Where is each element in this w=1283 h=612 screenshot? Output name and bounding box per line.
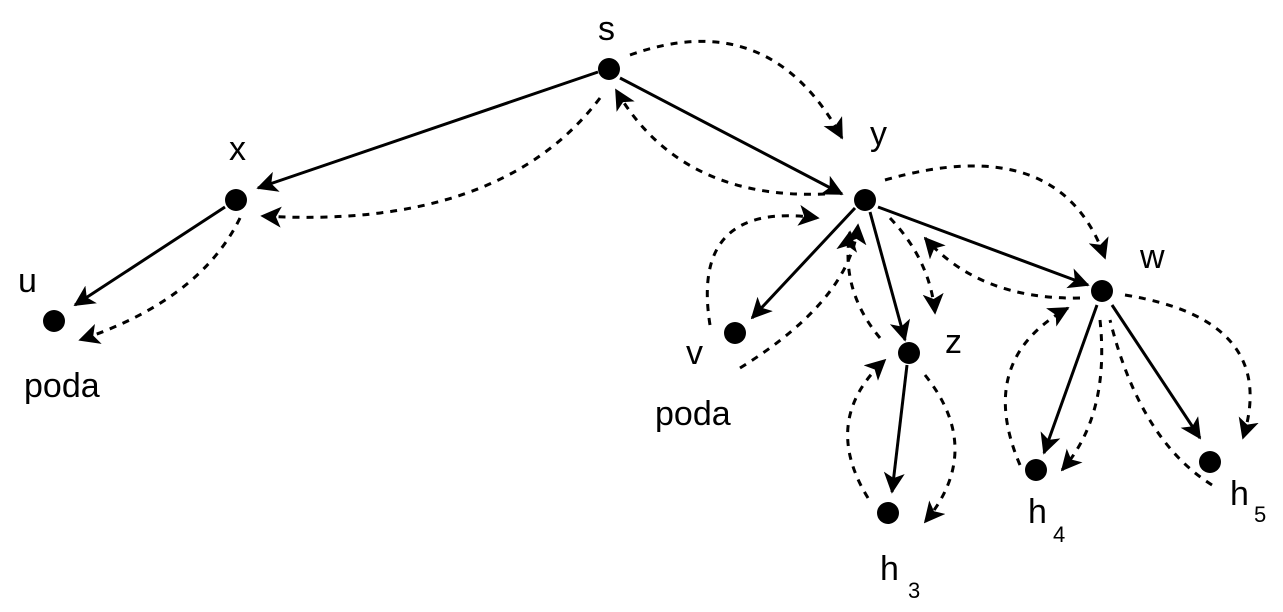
node-h4 <box>1025 459 1047 481</box>
node-h5 <box>1199 451 1221 473</box>
tree-edges <box>73 70 1202 494</box>
label-h4: h <box>1028 493 1047 531</box>
labels: s x u poda y v poda z w h 3 h 4 h 5 <box>18 10 1266 603</box>
nodes <box>43 58 1221 524</box>
tree-edge-s-y <box>619 76 844 196</box>
note-u: poda <box>24 367 100 405</box>
node-s <box>598 58 620 80</box>
traversal-edge-y-w <box>884 164 1109 260</box>
sub-h4: 4 <box>1053 522 1065 547</box>
label-x: x <box>229 130 246 168</box>
traversal-edge-h5-w <box>1108 319 1213 487</box>
traversal-edge-w-y <box>923 236 1081 300</box>
label-y: y <box>870 115 887 153</box>
sub-h5: 5 <box>1254 502 1266 527</box>
tree-edge-w-h4 <box>1040 304 1099 455</box>
tree-edge-z-h3 <box>883 364 909 494</box>
tree-edge-y-w <box>877 205 1090 289</box>
traversal-edge-s-x <box>260 97 602 228</box>
traversal-edge-x-u <box>78 217 242 344</box>
label-s: s <box>598 10 615 48</box>
label-w: w <box>1139 238 1165 276</box>
traversal-edges <box>78 39 1259 524</box>
node-u <box>43 310 65 332</box>
traversal-edge-w-h4 <box>1060 319 1104 472</box>
node-x <box>225 189 247 211</box>
tree-edge-y-z <box>868 211 911 342</box>
traversal-edge-h3-z <box>846 358 887 499</box>
traversal-edge-y-v <box>705 204 820 326</box>
tree-edge-y-v <box>750 206 857 320</box>
label-h3: h <box>880 550 899 588</box>
node-y <box>854 189 876 211</box>
tree-edge-s-x <box>256 70 599 192</box>
traversal-edge-v-y <box>739 223 867 370</box>
tree-edge-x-u <box>73 205 226 307</box>
traversal-edge-s-y <box>629 39 844 140</box>
traversal-edge-z-h3 <box>923 374 957 524</box>
label-z: z <box>945 323 962 361</box>
traversal-edge-y-z <box>888 216 944 315</box>
label-u: u <box>18 262 37 300</box>
traversal-edge-y-s <box>614 88 826 196</box>
note-v: poda <box>655 395 731 433</box>
sub-h3: 3 <box>908 578 920 603</box>
label-v: v <box>686 334 703 372</box>
node-w <box>1091 280 1113 302</box>
label-h5: h <box>1230 475 1249 513</box>
traversal-edge-h4-w <box>1003 306 1070 466</box>
node-v <box>724 322 746 344</box>
node-z <box>898 342 920 364</box>
node-h3 <box>877 502 899 524</box>
tree-edge-w-h5 <box>1110 304 1202 440</box>
traversal-edge-z-y <box>836 230 882 339</box>
